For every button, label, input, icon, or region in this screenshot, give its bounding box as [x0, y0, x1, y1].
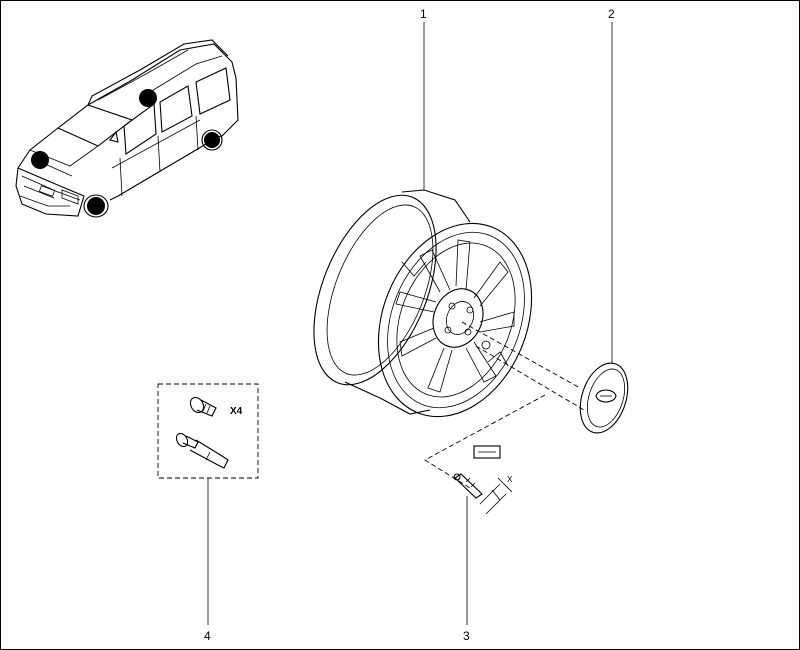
valve-tool-symbol: [473, 445, 501, 459]
wheel-rim: [313, 189, 533, 418]
valve-stem: [454, 473, 483, 499]
callout-2: 2: [608, 7, 615, 21]
callout-1: 1: [420, 7, 427, 21]
valve-assembly-line: [424, 394, 546, 489]
bolt-quantity: X4: [230, 406, 243, 417]
valve-dimension-mark: X: [507, 475, 513, 484]
cap-emblem: [595, 389, 617, 403]
rim-face: [377, 222, 533, 418]
vehicle-locator: [15, 39, 239, 218]
wheel-bolt-icon: [189, 396, 217, 417]
locking-key-icon: [175, 432, 229, 469]
roof-marker: [139, 89, 157, 107]
rim-hub: [432, 288, 484, 348]
bolt-kit-frame: [157, 383, 259, 479]
hood-marker: [31, 151, 49, 169]
center-cap: [579, 362, 629, 434]
callout-3: 3: [463, 629, 470, 643]
cap-assembly-line-upper: [461, 321, 581, 389]
bolt-kit: X4: [157, 383, 259, 479]
rear-wheel-marker: [204, 132, 220, 148]
front-wheel-marker: [87, 197, 105, 215]
cap-assembly-line-lower: [475, 345, 585, 411]
callout-4: 4: [204, 629, 211, 643]
valve-hole: [481, 340, 491, 350]
valve-assembly: X: [453, 445, 513, 515]
